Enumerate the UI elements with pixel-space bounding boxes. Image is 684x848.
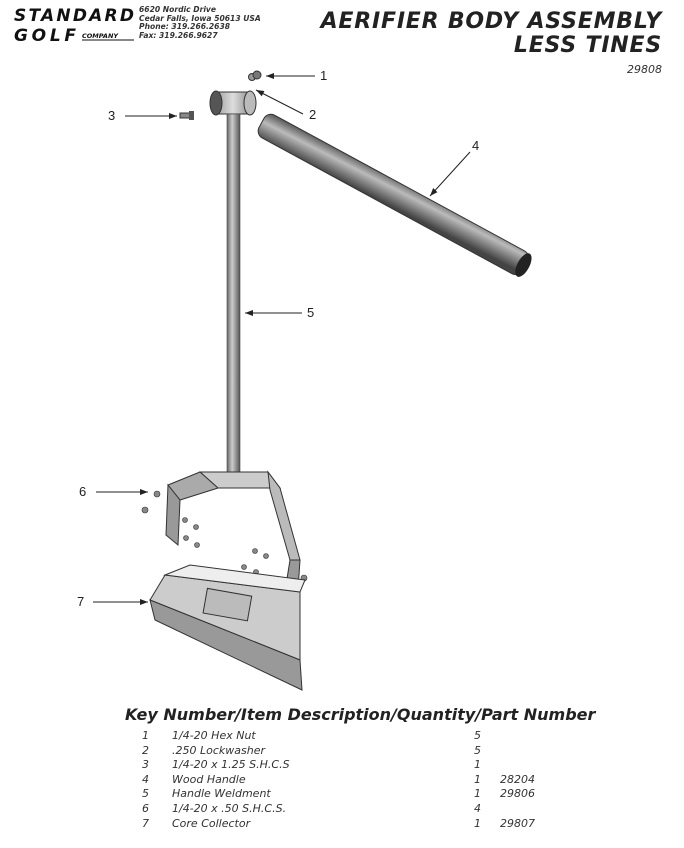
callout-4: 4: [472, 138, 480, 153]
cell-part: 29807: [500, 816, 535, 830]
cell-qty: 4: [474, 802, 481, 815]
cell-desc: 1/4-20 x 1.25 S.H.C.S: [172, 758, 290, 772]
parts-table-heading: Key Number/Item Description/Quantity/Par…: [125, 705, 596, 724]
handle-rod-part: [226, 113, 241, 475]
cell-desc: Core Collector: [172, 816, 251, 830]
parts-table-row: 7 Core Collector 1 29807: [0, 817, 684, 831]
cell-qty: 1: [474, 787, 481, 801]
callout-3: 3: [108, 108, 116, 123]
parts-table-row: 6 1/4-20 x .50 S.H.C.S. 4: [0, 802, 684, 816]
cell-qty: 1: [474, 816, 481, 830]
handle-collar-part: [209, 90, 257, 116]
fasteners: [141, 490, 308, 599]
cell-key: 4: [142, 772, 149, 786]
exploded-diagram: [93, 70, 532, 691]
address-city: Cedar Falls, Iowa 50613 USA: [139, 13, 261, 23]
cell-qty: 5: [474, 743, 481, 757]
bolt-part: [179, 111, 194, 120]
address-street: 6620 Nordic Drive: [139, 5, 217, 14]
parts-table-row: 4 Wood Handle 1 28204: [0, 773, 684, 787]
cell-desc: 1/4-20 Hex Nut: [172, 729, 256, 742]
cell-part: 28204: [500, 772, 535, 786]
title-line-2: LESS TINES: [513, 33, 662, 58]
standard-golf-logo: STANDARD GOLF COMPANY: [14, 6, 134, 44]
cell-qty: 5: [474, 729, 481, 742]
callout-5: 5: [307, 305, 315, 320]
page-title: AERIFIER BODY ASSEMBLY LESS TINES: [321, 10, 662, 58]
callout-6: 6: [79, 484, 87, 499]
parts-table-row: 3 1/4-20 x 1.25 S.H.C.S 1: [0, 758, 684, 772]
callout-1: 1: [320, 68, 328, 83]
company-address: 6620 Nordic Drive Cedar Falls, Iowa 5061…: [139, 5, 261, 40]
bracket-weldment-part: [165, 470, 301, 591]
hex-nut-part: [248, 70, 262, 81]
cell-desc: .250 Lockwasher: [172, 743, 265, 757]
callout-2: 2: [309, 107, 317, 122]
svg-text:COMPANY: COMPANY: [82, 32, 119, 40]
callout-7: 7: [77, 594, 85, 609]
parts-table-row: 2 .250 Lockwasher 5: [0, 744, 684, 758]
svg-text:STANDARD: STANDARD: [14, 6, 134, 26]
cell-desc: Wood Handle: [172, 772, 246, 786]
address-fax: Fax: 319.266.9627: [139, 30, 218, 40]
cell-desc: 1/4-20 x .50 S.H.C.S.: [172, 802, 287, 815]
parts-table-row: 5 Handle Weldment 1 29806: [0, 787, 684, 801]
parts-table-row: 1 1/4-20 Hex Nut 5: [0, 729, 684, 743]
cell-key: 5: [142, 787, 149, 801]
cell-key: 1: [142, 729, 149, 742]
title-line-1: AERIFIER BODY ASSEMBLY: [320, 9, 662, 34]
cell-part: 29806: [500, 787, 535, 801]
cell-qty: 1: [474, 758, 481, 772]
core-collector-part: [149, 564, 306, 691]
assembly-part-number: 29808: [627, 63, 662, 76]
cell-key: 6: [142, 802, 149, 815]
leader-lines: [93, 73, 471, 605]
cell-qty: 1: [474, 772, 481, 786]
address-phone: Phone: 319.266.2638: [139, 22, 231, 32]
cell-key: 3: [142, 758, 149, 772]
cell-key: 2: [142, 743, 149, 757]
cell-desc: Handle Weldment: [172, 787, 271, 801]
wood-handle-part: [257, 113, 532, 277]
cell-key: 7: [142, 816, 149, 830]
